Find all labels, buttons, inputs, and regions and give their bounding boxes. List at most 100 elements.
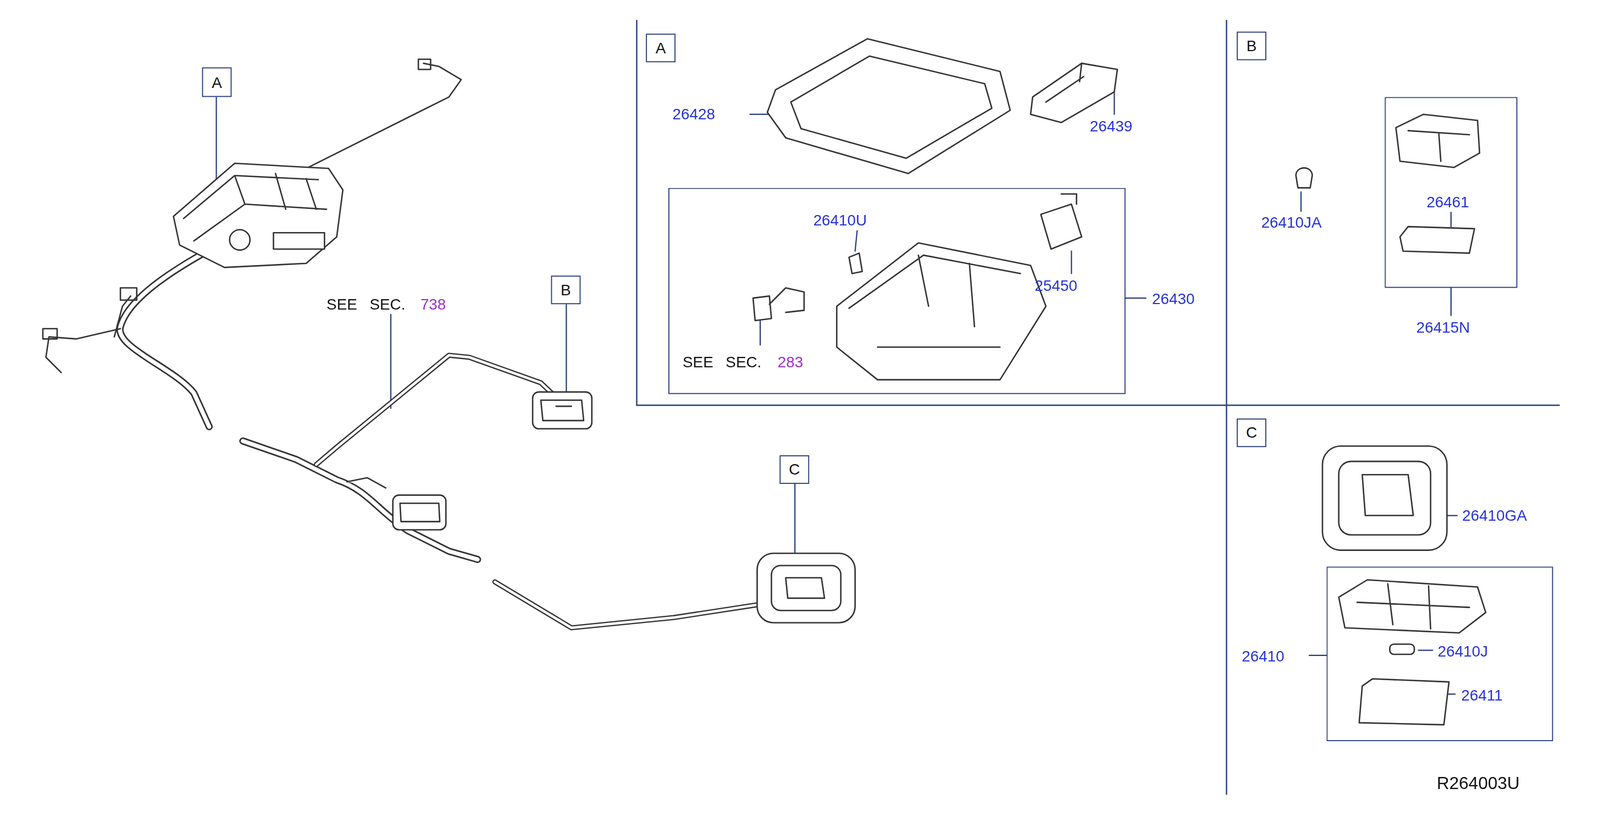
room-lamp-c (785, 577, 826, 599)
callout-letter-box: B (1236, 31, 1267, 61)
room-lamp-c (771, 565, 841, 611)
wire-harness (42, 328, 58, 340)
part-number: SEE SEC. (682, 352, 762, 372)
note-text: SEE SEC. (326, 295, 406, 314)
leader-lines (1450, 212, 1452, 227)
part-number: 26415N (1416, 318, 1471, 337)
lens-frame-26410GA (1362, 474, 1414, 516)
wire-harness (242, 440, 478, 559)
console-lamp-a (173, 163, 343, 268)
bulb-26410JA (1296, 167, 1313, 188)
map-lamp-b (532, 391, 592, 429)
lamp-26410 (1338, 579, 1486, 633)
room-lamp-c (757, 552, 856, 623)
lamp-26415N (1399, 226, 1475, 253)
part-number: 26410GA (1462, 506, 1527, 525)
part-number: 26461 (1426, 192, 1469, 212)
callout-letter-box: A (645, 33, 676, 63)
leader-lines (1309, 654, 1327, 656)
part-number: 26430 (1152, 289, 1195, 308)
lens-frame-26410GA (1322, 445, 1447, 550)
console-lamp-a (183, 173, 327, 242)
console-lamp-a (229, 229, 251, 251)
panel-lines (636, 404, 1559, 406)
leader-lines (1418, 649, 1433, 651)
middle-lamp (346, 477, 446, 530)
part-number: 283 (777, 352, 804, 372)
part-number: 26439 (1089, 117, 1133, 136)
console-lamp-a (273, 232, 325, 249)
leader-lines (1070, 251, 1072, 274)
section-letter: B (1246, 36, 1258, 55)
section-letter: A (655, 39, 667, 58)
bracket-26439 (1045, 63, 1084, 103)
part-number: 26410JA (1261, 213, 1322, 232)
section-letter: C (788, 460, 800, 479)
leader-lines (216, 91, 1458, 694)
wire-harness (242, 440, 478, 559)
console-assembly-26430 (849, 252, 863, 274)
wire-harness (306, 63, 462, 169)
wire-harness (494, 581, 761, 628)
part-number: 26410U (813, 211, 868, 230)
panel-lines (636, 20, 1559, 794)
console-assembly-26430 (753, 194, 1082, 380)
leader-lines (1113, 91, 1115, 115)
finisher-frame-26428 (790, 56, 993, 159)
middle-lamp (400, 502, 440, 522)
middle-lamp (392, 494, 447, 530)
leader-lines (750, 113, 771, 115)
leader-lines (759, 320, 761, 346)
section-letter: C (1246, 423, 1258, 442)
lamp-26415N (1408, 130, 1470, 162)
wire-harness (418, 59, 431, 70)
callout-letter-box: B (551, 275, 581, 304)
bracket-26439 (1030, 63, 1118, 123)
lamp-26410 (1359, 678, 1449, 725)
room-lamp-c (757, 552, 856, 623)
part-number: 25450 (1034, 276, 1077, 295)
leader-lines (855, 230, 858, 252)
wire-harness (316, 355, 560, 465)
leader-lines (1300, 191, 1302, 212)
lamp-26415N (1396, 114, 1480, 168)
leader-lines (390, 314, 392, 409)
lamp-26410 (1357, 583, 1470, 629)
part-number: 26411 (1461, 685, 1503, 705)
console-lamp-a (173, 163, 343, 268)
part-number: 26410J (1437, 641, 1488, 661)
lamp-26410 (1390, 643, 1415, 655)
bracket-26439 (1030, 63, 1118, 123)
lens-frame-26410GA (1338, 461, 1431, 535)
section-letter: B (560, 280, 572, 300)
map-lamp-b (532, 391, 592, 429)
wire-harness (494, 581, 761, 628)
leader-lines (565, 303, 567, 394)
part-number: 738 (420, 295, 446, 314)
section-letter: A (211, 73, 223, 92)
callout-letter-box: C (1236, 418, 1267, 447)
part-group-box: 26410J2641126410 (1326, 566, 1553, 741)
leader-lines (1125, 297, 1146, 299)
panel-lines (635, 20, 638, 406)
part-group-box: 2646126415N (1384, 96, 1518, 288)
panel-lines (1225, 20, 1227, 794)
console-assembly-26430 (849, 255, 1021, 347)
part-group-box: 26410U25450SEE SEC.28326430 (668, 187, 1126, 395)
callout-letter-box: A (202, 67, 232, 98)
lamp-26415N (1396, 114, 1480, 253)
console-assembly-26430 (753, 288, 805, 321)
middle-lamp (346, 477, 386, 489)
finisher-frame-26428 (767, 39, 1011, 174)
part-number: 26428 (672, 104, 715, 124)
wire-harness (119, 250, 209, 427)
wire-harness (119, 250, 209, 427)
wire-harness (42, 59, 761, 628)
note-text: R264003U (1436, 774, 1520, 793)
wire-harness (316, 355, 560, 465)
bulb-26410JA (1296, 167, 1313, 188)
console-assembly-26430 (1041, 194, 1082, 249)
part-number: 26410 (1241, 646, 1284, 666)
map-lamp-b (540, 400, 584, 421)
